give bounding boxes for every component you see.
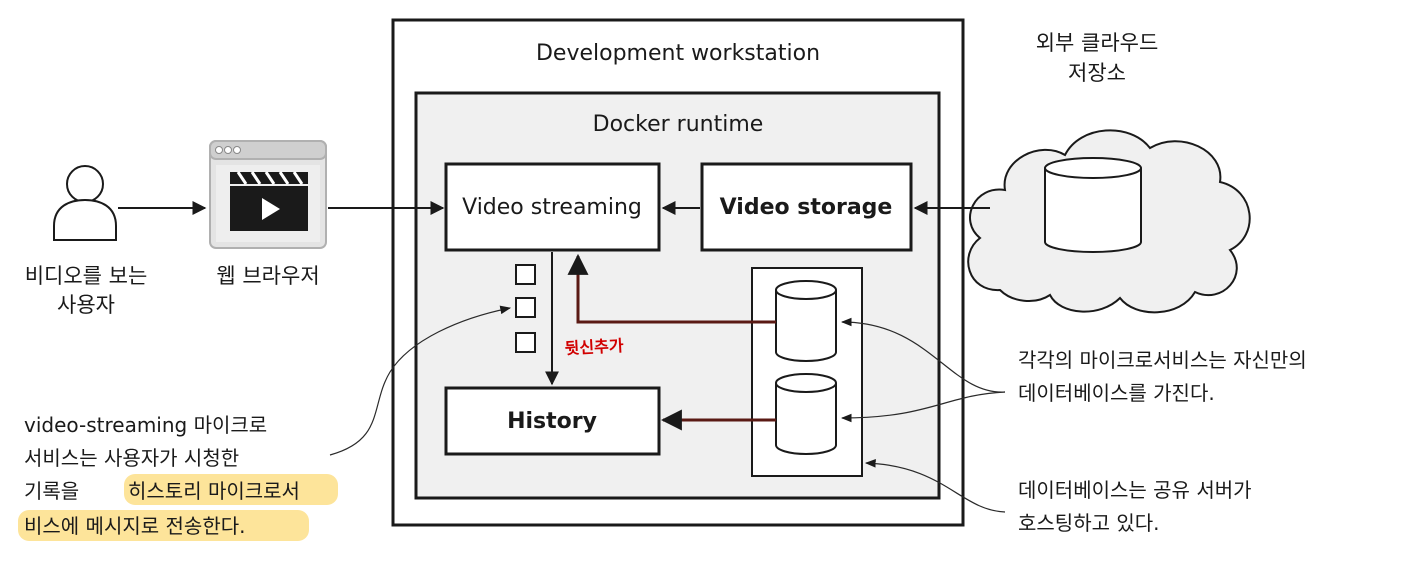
video-storage-service: Video storage bbox=[700, 162, 913, 252]
callout-shared-server bbox=[864, 459, 1006, 513]
annotation-right-bottom: 데이터베이스는 공유 서버가 호스팅하고 있다. bbox=[1018, 478, 1252, 535]
annotation-right-top-line2: 데이터베이스를 가진다. bbox=[1018, 381, 1215, 405]
user-label-line2: 사용자 bbox=[57, 293, 115, 317]
browser-label: 웹 브라우저 bbox=[216, 264, 319, 288]
annotation-left-line3-highlight: 히스토리 마이크로서 bbox=[128, 479, 300, 503]
cloud-label-line1: 외부 클라우드 bbox=[1036, 31, 1159, 55]
cloud-label-line2: 저장소 bbox=[1068, 61, 1126, 85]
handwritten-note: 뒷신추가 bbox=[564, 336, 624, 358]
history-service: History bbox=[444, 386, 661, 456]
annotation-right-top: 각각의 마이크로서비스는 자신만의 데이터베이스를 가진다. bbox=[1018, 348, 1307, 405]
video-clapper-icon bbox=[230, 171, 308, 231]
database-icon-history bbox=[775, 373, 837, 455]
database-icon-streaming bbox=[775, 280, 837, 362]
annotation-right-top-line1: 각각의 마이크로서비스는 자신만의 bbox=[1018, 348, 1307, 372]
annotation-right-bottom-line2: 호스팅하고 있다. bbox=[1018, 511, 1160, 535]
video-streaming-label: Video streaming bbox=[462, 195, 642, 220]
message-queue-icon bbox=[515, 264, 536, 353]
callout-db-1 bbox=[840, 317, 1006, 393]
docker-runtime-title: Docker runtime bbox=[593, 112, 764, 137]
video-streaming-service: Video streaming bbox=[444, 162, 661, 252]
video-storage-label: Video storage bbox=[720, 195, 893, 220]
workstation-title: Development workstation bbox=[536, 41, 820, 66]
user-icon bbox=[53, 165, 117, 241]
user-label-line1: 비디오를 보는 bbox=[25, 264, 148, 288]
web-browser-icon bbox=[209, 140, 327, 249]
annotation-left-line3-plain: 기록을 bbox=[24, 479, 86, 503]
annotation-left-line3: 기록을 히스토리 마이크로서 bbox=[24, 479, 300, 503]
arrow-db-to-streaming bbox=[567, 253, 776, 324]
cloud-storage bbox=[967, 129, 1251, 314]
callout-db-2 bbox=[840, 391, 1006, 423]
callout-left bbox=[329, 305, 512, 456]
annotation-right-bottom-line1: 데이터베이스는 공유 서버가 bbox=[1018, 478, 1252, 502]
history-label: History bbox=[507, 409, 597, 434]
flow-arrows bbox=[118, 201, 990, 431]
annotation-left-line4: 비스에 메시지로 전송한다. bbox=[24, 514, 245, 538]
database-server-box bbox=[751, 267, 863, 477]
database-icon-cloud bbox=[1044, 157, 1142, 253]
annotation-left: video-streaming 마이크로 서비스는 사용자가 시청한 기록을 히… bbox=[18, 413, 338, 541]
annotation-left-line2: 서비스는 사용자가 시청한 bbox=[24, 446, 239, 470]
callout-lines bbox=[329, 305, 1006, 513]
annotation-left-line1: video-streaming 마이크로 bbox=[24, 413, 267, 437]
